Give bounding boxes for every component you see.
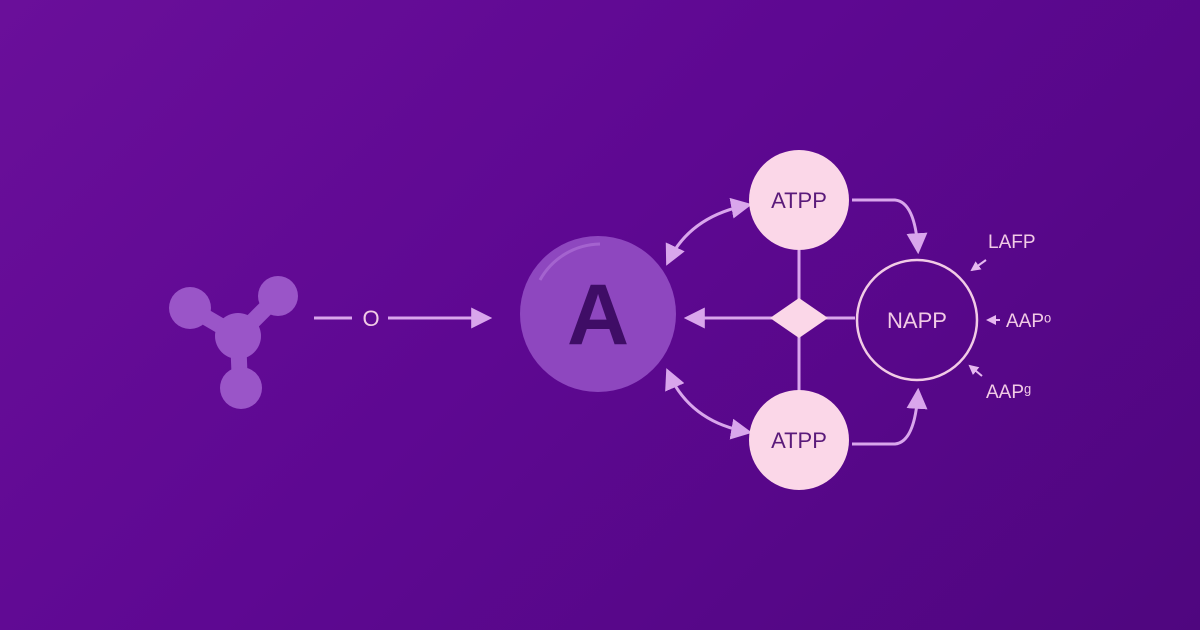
arrow-a-to-atpp-bottom xyxy=(665,368,753,440)
arrow-lafp xyxy=(970,259,987,272)
aap-mid-label: AAPᵒ xyxy=(1006,311,1051,332)
atpp-top-circle xyxy=(749,150,849,250)
napp-node: NAPP xyxy=(855,258,979,382)
arrow-atpp-top-to-napp xyxy=(852,198,928,255)
arrow-a-to-atpp-top xyxy=(665,197,753,266)
arrow-aap-bottom xyxy=(968,364,983,377)
aap-bottom-label: AAPᵍ xyxy=(986,382,1031,403)
central-node-label: A xyxy=(567,267,629,363)
molecule-atom xyxy=(169,287,211,329)
atpp-top-node: ATPP xyxy=(749,150,849,250)
arrow-atpp-bottom-to-napp xyxy=(852,387,928,446)
central-node-circle xyxy=(520,236,676,392)
central-node: A xyxy=(520,236,676,392)
napp-circle xyxy=(855,258,979,382)
atpp-bottom-node: ATPP xyxy=(749,390,849,490)
molecule-icon xyxy=(169,276,298,409)
lafp-label: LAFP xyxy=(988,232,1036,253)
atpp-bottom-label: ATPP xyxy=(771,428,827,453)
molecule-atom xyxy=(215,313,261,359)
molecule-atom xyxy=(258,276,298,316)
atpp-top-label: ATPP xyxy=(771,188,827,213)
diamond-junction-icon xyxy=(770,298,828,338)
molecule-atom xyxy=(220,367,262,409)
atpp-bottom-circle xyxy=(749,390,849,490)
input-label: O xyxy=(362,306,379,331)
napp-label: NAPP xyxy=(887,308,947,333)
central-node-highlight xyxy=(538,242,601,281)
